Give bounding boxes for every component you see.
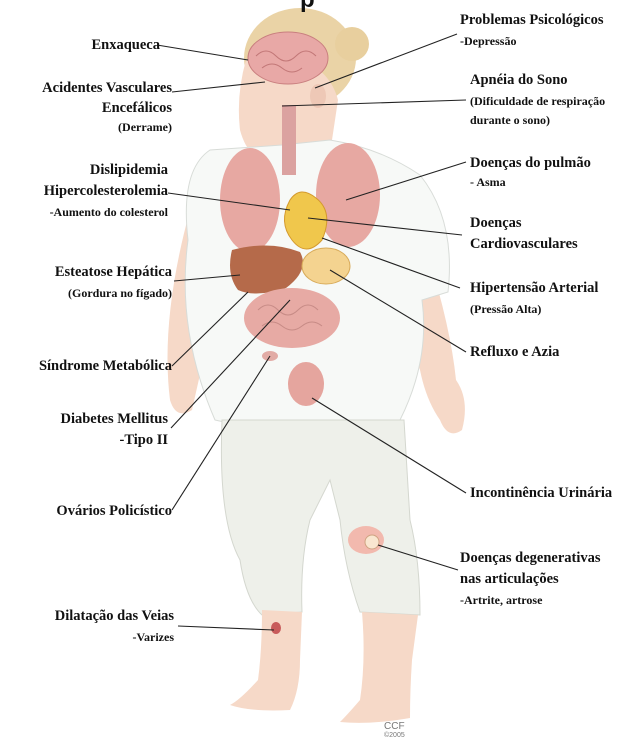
label-degenerativas-line1: Doenças degenerativas [460, 550, 601, 567]
trachea [282, 105, 296, 175]
left-leg [230, 610, 302, 710]
varicose-mark [271, 622, 281, 634]
label-pulmao: Doenças do pulmão [470, 155, 591, 172]
label-cardio-line1: Doenças [470, 215, 522, 232]
stomach [302, 248, 350, 284]
ccf-credit-year: ©2005 [384, 732, 405, 739]
label-incontinencia: Incontinência Urinária [470, 485, 612, 502]
label-pulmao-sub: - Asma [470, 176, 506, 190]
label-diabetes-line2: -Tipo II [2, 432, 168, 449]
right-lung [316, 143, 380, 247]
label-enxaqueca: Enxaqueca [40, 37, 160, 54]
label-dislipidemia-line1: Dislipidemia [2, 162, 168, 179]
label-dilatacao: Dilatação das Veias [2, 608, 174, 625]
hair-bun [335, 27, 369, 61]
knee-joint [365, 535, 379, 549]
label-apneia: Apnéia do Sono [470, 72, 568, 89]
label-ovarios: Ovários Policístico [2, 503, 172, 520]
ccf-credit-main: CCF [384, 722, 405, 732]
label-dislipidemia-line2: Hipercolesterolemia [2, 183, 168, 200]
cropped-title-fragment: p [300, 0, 315, 14]
label-degenerativas-sub: -Artrite, artrose [460, 594, 542, 608]
label-diabetes-line1: Diabetes Mellitus [2, 411, 168, 428]
label-avc-line1: Acidentes Vasculares [2, 80, 172, 97]
label-apneia-sub-line1: (Dificuldade de respiração [470, 95, 605, 109]
label-cardio-line2: Cardiovasculares [470, 236, 578, 253]
label-dilatacao-sub: -Varizes [2, 631, 174, 645]
right-leg [340, 612, 418, 723]
label-hipertensao: Hipertensão Arterial [470, 280, 598, 297]
label-psicologicos-sub: -Depressão [460, 35, 516, 49]
label-esteatose: Esteatose Hepática [2, 264, 172, 281]
label-refluxo: Refluxo e Azia [470, 344, 559, 361]
label-psicologicos: Problemas Psicológicos [460, 12, 604, 29]
intestines [244, 288, 340, 348]
pants [221, 420, 420, 615]
label-dislipidemia-sub: -Aumento do colesterol [0, 206, 168, 220]
label-apneia-sub-line2: durante o sono) [470, 114, 550, 128]
left-lung [220, 148, 280, 252]
leader-enxaqueca [157, 45, 248, 60]
brain [248, 32, 328, 84]
label-avc-line2: Encefálicos [2, 100, 172, 117]
label-avc-sub: (Derrame) [2, 121, 172, 135]
label-sindrome: Síndrome Metabólica [2, 358, 172, 375]
label-degenerativas-line2: nas articulações [460, 571, 559, 588]
ccf-credit: CCF ©2005 [384, 722, 405, 739]
leader-dilatacao [178, 626, 274, 630]
bladder [288, 362, 324, 406]
label-hipertensao-sub: (Pressão Alta) [470, 303, 541, 317]
label-esteatose-sub: (Gordura no fígado) [2, 287, 172, 301]
